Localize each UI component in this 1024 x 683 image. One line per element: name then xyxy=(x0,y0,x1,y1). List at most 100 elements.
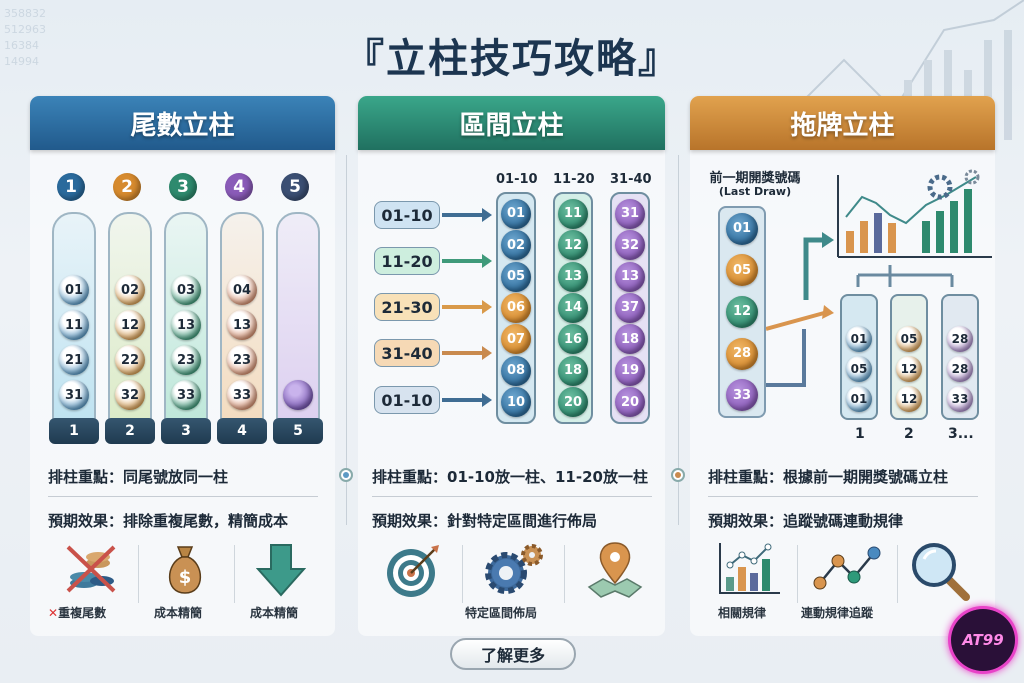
tube-base: 5 xyxy=(273,418,323,444)
caption-cost-reduce: 成本精簡 xyxy=(154,606,203,620)
divider-vertical xyxy=(346,155,347,525)
ball: 05 xyxy=(896,326,922,352)
tail-tube-1: 01 11 21 31 1 xyxy=(49,212,99,444)
ball: 20 xyxy=(615,387,645,418)
arrow-right-icon xyxy=(442,393,492,407)
top-ball-5: 5 xyxy=(281,173,309,201)
top-ball-2: 2 xyxy=(113,173,141,201)
range-label: 01-10 xyxy=(374,201,440,229)
icon-separator xyxy=(234,545,235,603)
result-column-label: 3... xyxy=(948,426,974,442)
x-mark-icon: ✕ xyxy=(48,606,59,620)
tube-base: 4 xyxy=(217,418,267,444)
ball: 22 xyxy=(115,345,145,375)
ball: 37 xyxy=(615,292,645,323)
caption-cost-reduce-2: 成本精簡 xyxy=(250,606,299,620)
ball: 12 xyxy=(558,230,588,261)
tail-tube-4: 04 13 23 33 4 xyxy=(217,212,267,444)
svg-text:$: $ xyxy=(179,567,192,588)
range-column-2: 11 12 13 14 16 18 20 xyxy=(553,192,593,424)
result-column-1: 01 05 01 xyxy=(840,294,878,420)
ball: 18 xyxy=(615,324,645,355)
ball: 05 xyxy=(726,254,758,287)
ball: 13 xyxy=(615,261,645,292)
money-bag-icon: $ xyxy=(169,546,201,594)
ball: 32 xyxy=(615,230,645,261)
tube-base: 2 xyxy=(105,418,155,444)
icon-separator xyxy=(564,545,565,603)
top-ball-3: 3 xyxy=(169,173,197,201)
magnifier-icon xyxy=(912,543,970,601)
ball: 12 xyxy=(115,310,145,340)
connector-dot xyxy=(339,468,353,482)
ball: 03 xyxy=(171,275,201,305)
ball: 02 xyxy=(501,230,531,261)
ball: 33 xyxy=(227,380,257,410)
range-column-1: 01 02 05 06 07 08 10 xyxy=(496,192,536,424)
ball: 11 xyxy=(558,198,588,229)
gears-icon xyxy=(485,544,543,594)
ball: 05 xyxy=(501,261,531,292)
brand-logo: AT99 xyxy=(948,606,1018,674)
result-column-label: 1 xyxy=(855,426,865,442)
page-title: 『立柱技巧攻略』 xyxy=(344,36,680,82)
icon-separator xyxy=(897,545,898,603)
top-ball-1: 1 xyxy=(57,173,85,201)
bg-num: 14994 xyxy=(4,55,39,68)
range-label: 11-20 xyxy=(374,247,440,275)
caption-text: 重複尾數 xyxy=(58,606,107,620)
panel-header-range: 區間立柱 xyxy=(358,96,665,150)
divider xyxy=(48,496,318,497)
caption-linkage-tracking: 連動規律追蹤 xyxy=(801,606,874,620)
arrow-right-icon xyxy=(442,208,492,222)
column-header: 01-10 xyxy=(496,172,538,187)
tube: 02 12 22 32 xyxy=(108,212,152,422)
last-draw-subtitle: (Last Draw) xyxy=(718,185,792,198)
range-key-point: 排柱重點：01-10放一柱、11-20放一柱 xyxy=(372,468,648,486)
ball: 12 xyxy=(726,295,758,328)
drag-key-point: 排柱重點：根據前一期開獎號碼立柱 xyxy=(708,468,949,486)
tail-tube-3: 03 13 23 33 3 xyxy=(161,212,211,444)
bar-line-chart-icon xyxy=(719,543,780,594)
divider xyxy=(372,496,652,497)
ball: 01 xyxy=(726,212,758,245)
ball: 18 xyxy=(558,355,588,386)
tube-base: 1 xyxy=(49,418,99,444)
tail-tube-2: 02 12 22 32 2 xyxy=(105,212,155,444)
ball: 28 xyxy=(947,326,973,352)
ball: 21 xyxy=(59,345,89,375)
tail-tube-5: 5 xyxy=(273,212,323,444)
tube xyxy=(276,212,320,422)
tail-key-point: 排柱重點：同尾號放同一柱 xyxy=(48,468,229,486)
icon-separator xyxy=(462,545,463,603)
ball: 31 xyxy=(59,380,89,410)
ball: 28 xyxy=(726,337,758,370)
ball: 12 xyxy=(896,356,922,382)
bg-num: 16384 xyxy=(4,39,39,52)
tube: 04 13 23 33 xyxy=(220,212,264,422)
ball: 32 xyxy=(115,380,145,410)
panel-header-tail: 尾數立柱 xyxy=(30,96,335,150)
caption-correlation: 相關規律 xyxy=(718,606,767,620)
ball: 04 xyxy=(227,275,257,305)
bg-num: 358832 xyxy=(4,7,46,20)
crossed-coins-icon xyxy=(66,545,116,593)
last-draw-column: 01 05 12 28 33 xyxy=(718,206,766,418)
ball: 23 xyxy=(171,345,201,375)
ball: 08 xyxy=(501,355,531,386)
target-icon xyxy=(387,545,439,597)
drag-effect: 預期效果：追蹤號碼連動規律 xyxy=(708,512,904,530)
ball: 33 xyxy=(171,380,201,410)
connector-arrows-icon xyxy=(766,305,834,387)
icon-separator xyxy=(797,545,798,603)
ball: 31 xyxy=(615,198,645,229)
empty-ball xyxy=(283,380,313,410)
learn-more-button[interactable]: 了解更多 xyxy=(450,638,576,670)
background-numbers: 358832 512963 16384 14994 xyxy=(0,0,200,100)
ball: 11 xyxy=(59,310,89,340)
tube: 03 13 23 33 xyxy=(164,212,208,422)
ball: 33 xyxy=(947,386,973,412)
ball: 23 xyxy=(227,345,257,375)
tube: 01 11 21 31 xyxy=(52,212,96,422)
analysis-chart-icon xyxy=(803,169,992,300)
